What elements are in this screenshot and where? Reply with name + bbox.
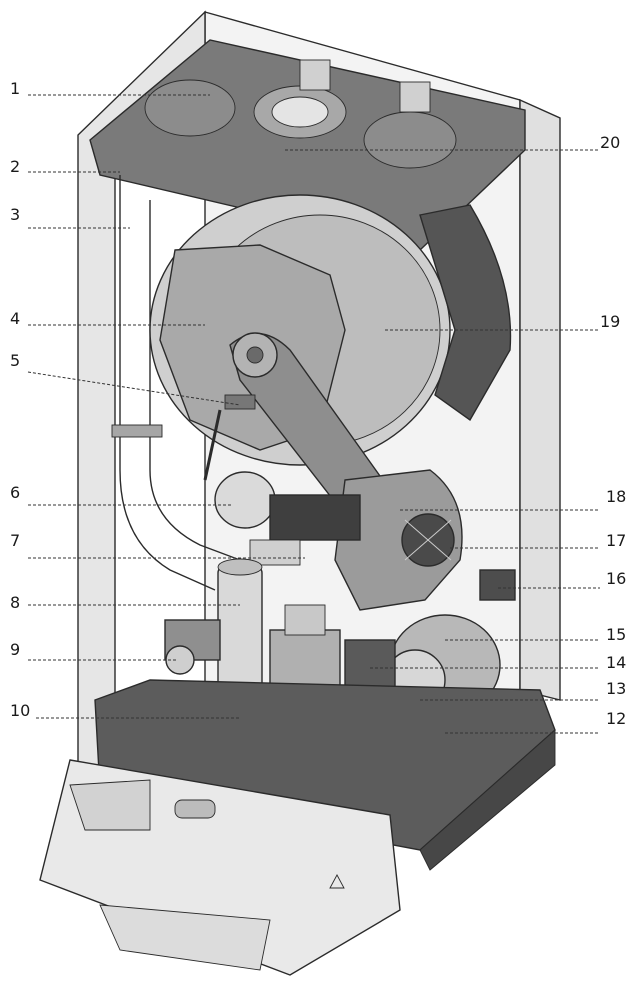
callout-1: 1 — [10, 79, 20, 98]
callout-15: 15 — [606, 625, 626, 644]
top-connector-b — [399, 81, 431, 113]
callout-14: 14 — [606, 653, 626, 672]
sight-glass — [214, 471, 276, 529]
pipe-left-outer — [119, 175, 216, 591]
venturi-assembly — [214, 471, 361, 566]
callout-9: 9 — [10, 640, 20, 659]
air-intake-duct — [419, 204, 512, 422]
callout-12: 12 — [606, 709, 626, 728]
fan-duct-pivot-hub — [246, 346, 264, 364]
callout-7: 7 — [10, 531, 20, 550]
gas-valve-top — [284, 604, 326, 636]
left-pipework — [111, 175, 241, 591]
callout-8: 8 — [10, 593, 20, 612]
front-cover-window — [69, 779, 151, 831]
callout-20: 20 — [600, 133, 620, 152]
diverter-valve — [344, 639, 396, 691]
casing-right-panel — [519, 98, 561, 701]
electrode-lead — [203, 409, 222, 481]
leader-5 — [27, 371, 241, 406]
warning-symbol — [329, 874, 345, 889]
heat-exchanger-assembly — [149, 194, 512, 517]
callout-16: 16 — [606, 569, 626, 588]
pressure-sensor — [479, 569, 516, 601]
venturi-tube — [269, 494, 361, 541]
front-cover-slot — [174, 799, 216, 819]
callout-19: 19 — [600, 312, 620, 331]
pipe-left-inner — [149, 200, 241, 561]
flue-outlet-right — [363, 111, 457, 169]
flue-outlet-left — [144, 79, 236, 137]
callout-17: 17 — [606, 531, 626, 550]
callout-5: 5 — [10, 351, 20, 370]
callout-18: 18 — [606, 487, 626, 506]
fan-housing — [334, 469, 463, 611]
callout-10: 10 — [10, 701, 30, 720]
flue-outlet-center-inner — [271, 96, 329, 128]
callout-4: 4 — [10, 309, 20, 328]
callout-2: 2 — [10, 157, 20, 176]
callout-6: 6 — [10, 483, 20, 502]
front-cover — [39, 759, 401, 976]
fan-grille-line-b — [404, 519, 452, 561]
bottom-tray-lip — [419, 728, 556, 871]
callouts: 1 2 3 4 5 6 7 8 9 10 12 13 14 15 16 17 1 — [10, 79, 626, 734]
callout-3: 3 — [10, 205, 20, 224]
front-cover-step — [99, 904, 271, 971]
condensate-trap-top — [217, 558, 263, 576]
callout-13: 13 — [606, 679, 626, 698]
fan-assembly — [334, 469, 463, 611]
ignition-electrode — [224, 394, 256, 410]
top-connector-a — [299, 59, 331, 91]
pipe-clip — [111, 424, 163, 438]
venturi-collar — [249, 539, 301, 566]
